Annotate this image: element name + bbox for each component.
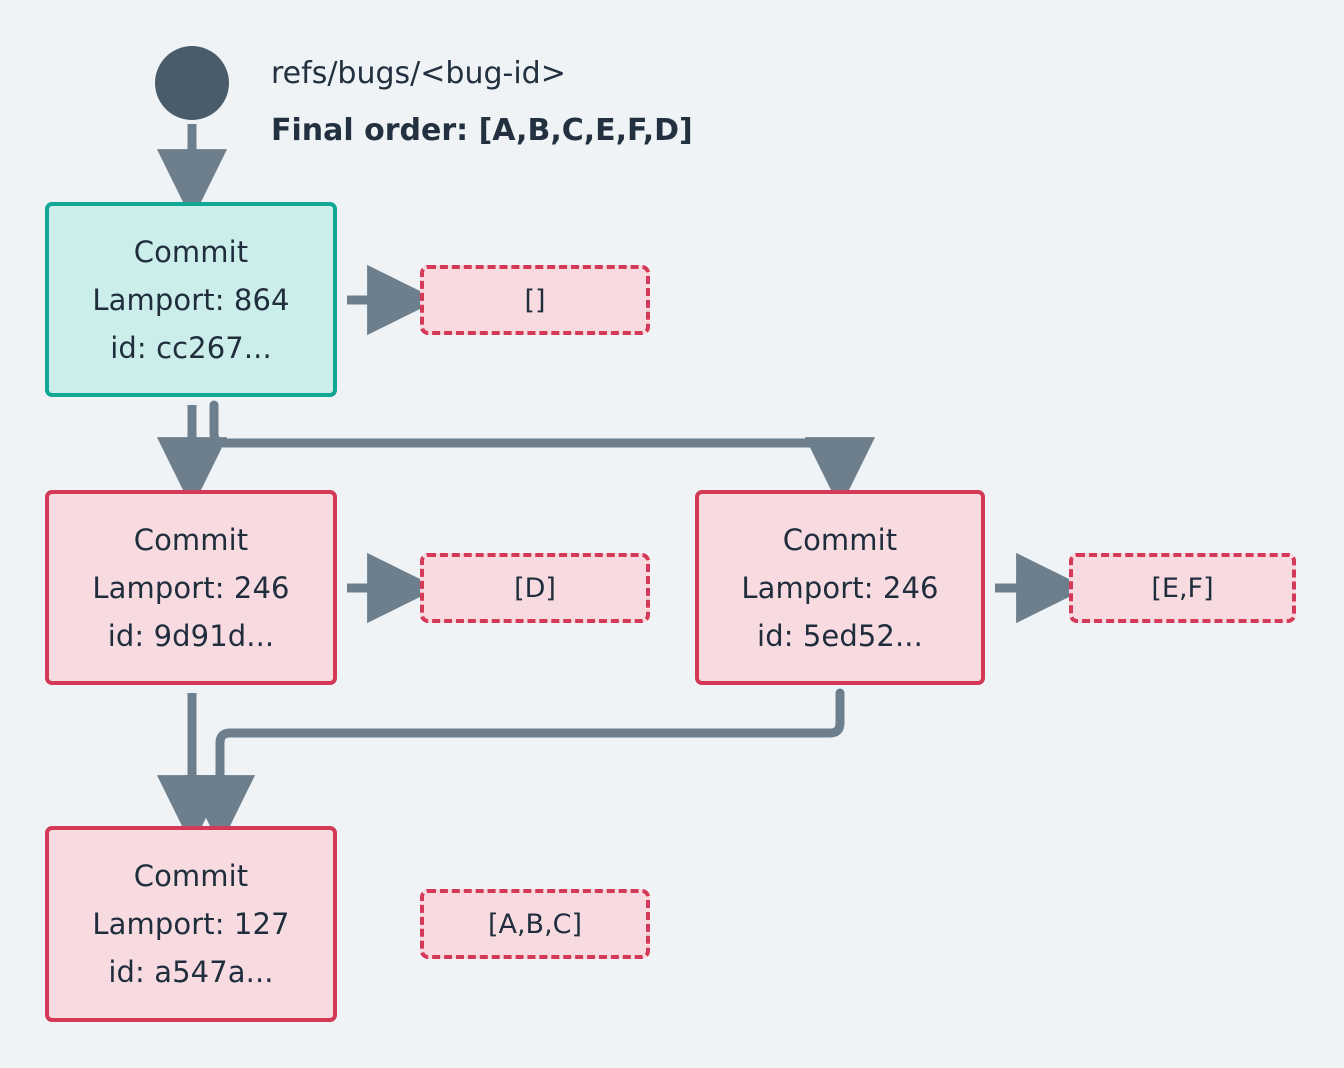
- commit-title: Commit: [133, 234, 249, 269]
- operations-box-head[interactable]: []: [420, 265, 650, 335]
- ref-label: refs/bugs/<bug-id>: [271, 56, 566, 91]
- commit-title: Commit: [133, 522, 249, 557]
- commit-id: id: 9d91d...: [107, 618, 275, 653]
- commit-node-root[interactable]: Commit Lamport: 127 id: a547a...: [45, 826, 337, 1022]
- operations-box-branch-left[interactable]: [D]: [420, 553, 650, 623]
- final-order-label: Final order: [A,B,C,E,F,D]: [271, 113, 693, 148]
- commit-lamport: Lamport: 127: [92, 907, 290, 941]
- commit-node-branch-left[interactable]: Commit Lamport: 246 id: 9d91d...: [45, 490, 337, 685]
- commit-node-branch-right[interactable]: Commit Lamport: 246 id: 5ed52...: [695, 490, 985, 685]
- commit-lamport: Lamport: 246: [741, 570, 939, 605]
- edge-head-to-branch-right: [209, 400, 876, 509]
- commit-node-head[interactable]: Commit Lamport: 864 id: cc267...: [45, 202, 337, 397]
- commit-id: id: 5ed52...: [757, 618, 923, 653]
- operations-box-branch-right[interactable]: [E,F]: [1069, 553, 1296, 623]
- commit-title: Commit: [782, 522, 898, 557]
- commit-lamport: Lamport: 864: [92, 282, 290, 317]
- commit-lamport: Lamport: 246: [92, 570, 290, 605]
- edge-branch-right-to-root: [184, 688, 845, 847]
- operations-box-root[interactable]: [A,B,C]: [420, 889, 650, 959]
- ref-pointer-circle: [155, 46, 229, 120]
- commit-title: Commit: [133, 859, 249, 893]
- commit-id: id: cc267...: [110, 330, 272, 365]
- commit-id: id: a547a...: [108, 955, 274, 989]
